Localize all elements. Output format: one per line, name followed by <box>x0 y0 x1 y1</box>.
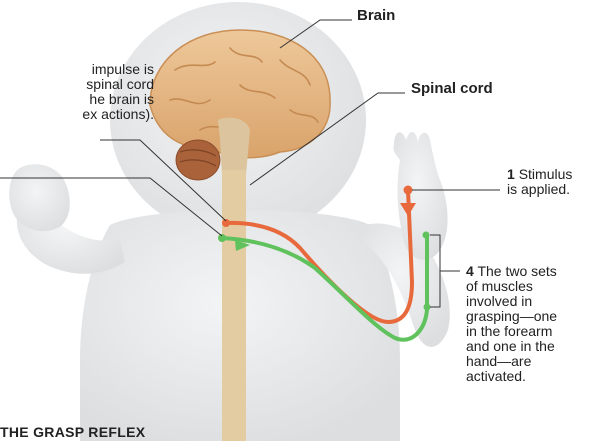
impulse-line-3: he brain is <box>0 92 154 107</box>
diagram-title: THE GRASP REFLEX <box>0 425 145 440</box>
impulse-description: impulse is spinal cord he brain is ex ac… <box>0 62 154 122</box>
muscles-line-8: activated. <box>466 369 557 384</box>
hand-muscle-point <box>423 232 430 239</box>
spinal-cord <box>222 170 246 441</box>
spinal-cord-label: Spinal cord <box>411 81 493 96</box>
forearm-muscle-point <box>424 304 431 311</box>
muscles-line-4: grasping—one <box>466 309 557 324</box>
stimulus-label: 1 Stimulus is applied. <box>507 167 572 197</box>
muscles-line-6: and one in the <box>466 339 557 354</box>
muscles-line-5: in the forearm <box>466 324 557 339</box>
muscles-line-7: hand—are <box>466 354 557 369</box>
brainstem <box>218 118 250 175</box>
impulse-line-1: impulse is <box>0 62 154 77</box>
impulse-line-2: spinal cord <box>0 77 154 92</box>
muscles-label: 4 The two sets of muscles involved in gr… <box>466 264 557 384</box>
impulse-line-4: ex actions). <box>0 107 154 122</box>
muscles-line-2: of muscles <box>466 279 557 294</box>
muscles-line-3: involved in <box>466 294 557 309</box>
stimulus-step-number: 1 <box>507 166 515 182</box>
muscles-step-number: 4 <box>466 263 474 279</box>
stimulus-point <box>404 186 413 195</box>
muscles-line-1: 4 The two sets <box>466 264 557 279</box>
stimulus-text-1: Stimulus <box>519 166 573 182</box>
motor-start-point <box>218 234 226 242</box>
stimulus-line-1: 1 Stimulus <box>507 167 572 182</box>
brain-label: Brain <box>357 8 395 23</box>
muscles-text-1: The two sets <box>477 263 556 279</box>
stimulus-line-2: is applied. <box>507 182 572 197</box>
spinal-junction-point <box>222 219 230 227</box>
